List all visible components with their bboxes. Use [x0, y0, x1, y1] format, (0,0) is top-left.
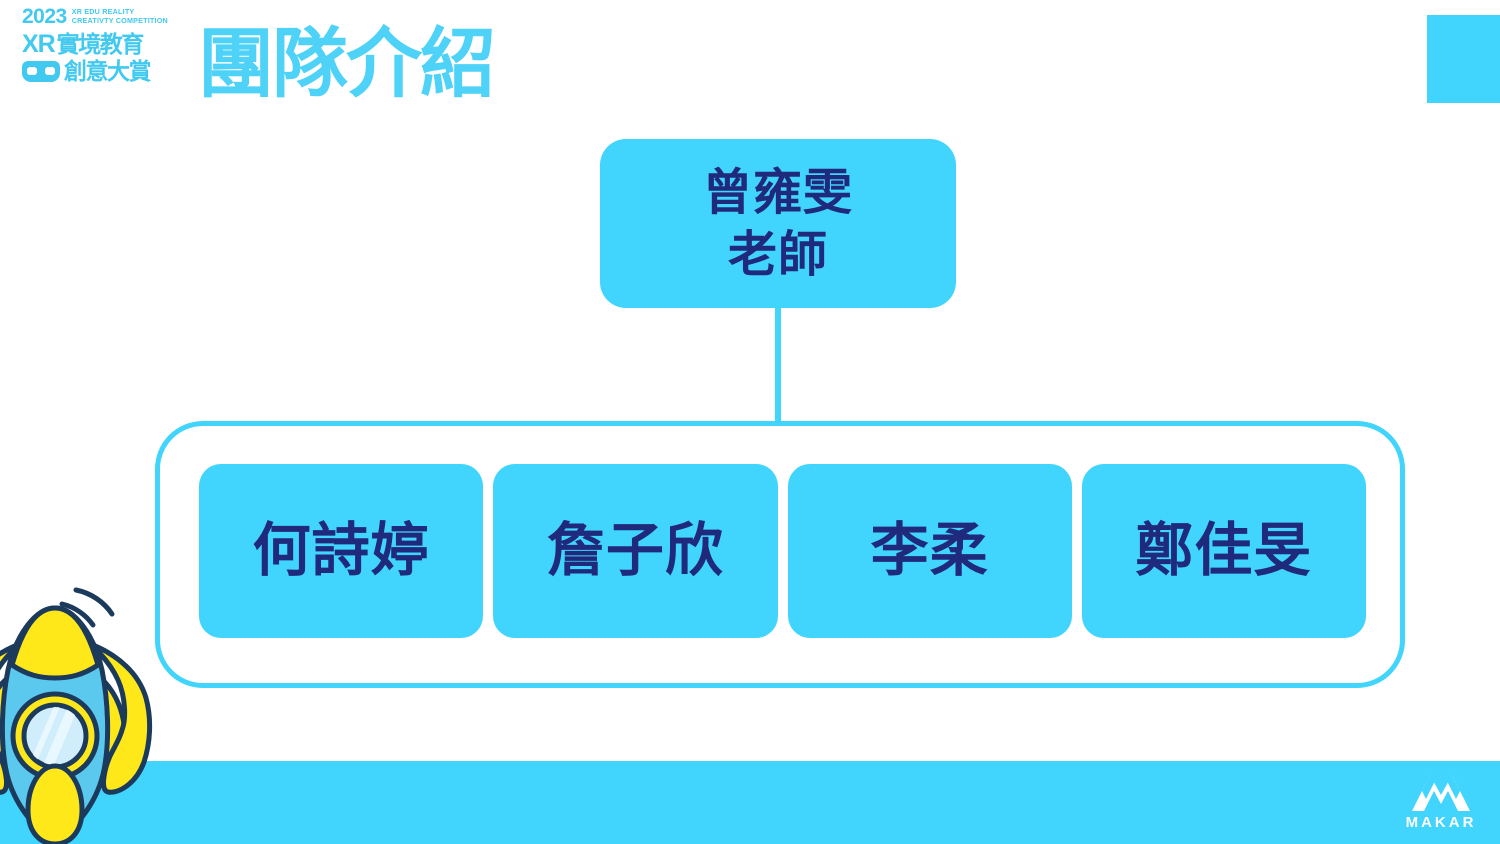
logo-chinese-line2: 創意大賞 — [64, 58, 152, 84]
logo-chinese-line1: 實境教育 — [56, 31, 145, 57]
logo-xr-text: XR — [22, 30, 56, 58]
rocket-window-shine — [30, 707, 78, 765]
org-member-node: 鄭佳旻 — [1081, 464, 1366, 638]
org-leader-node: 曾雍雯 老師 — [600, 139, 956, 308]
rocket-illustration — [0, 587, 153, 844]
logo-middle-row: XR 實境教育 — [22, 31, 182, 58]
member-name: 李柔 — [870, 518, 989, 583]
makar-logo: MAKAR — [1395, 764, 1487, 836]
rocket-flame — [25, 763, 85, 844]
logo-year: 2023 — [22, 5, 67, 28]
logo-english-name: XR EDU REALITY CREATIVTY COMPETITION — [72, 6, 168, 25]
org-member-node: 李柔 — [787, 464, 1072, 638]
leader-name: 曾雍雯 — [702, 165, 853, 220]
org-members-container — [155, 421, 1405, 688]
leader-role: 老師 — [727, 227, 828, 282]
member-name: 詹子欣 — [546, 518, 724, 583]
makar-wordmark: MAKAR — [1405, 814, 1477, 831]
logo-bottom-row: 創意大賞 — [22, 59, 182, 84]
member-name: 鄭佳旻 — [1135, 518, 1313, 583]
logo-top-row: 2023 XR EDU REALITY CREATIVTY COMPETITIO… — [22, 6, 182, 30]
page-title: 團隊介紹 — [198, 22, 496, 107]
org-connector-line — [775, 305, 781, 425]
rocket-motion-lines — [59, 587, 115, 628]
member-name: 何詩婷 — [252, 518, 430, 583]
vr-goggles-icon — [22, 61, 60, 82]
rocket-nose-cone — [9, 605, 101, 681]
logo-english-line1: XR EDU REALITY — [71, 7, 135, 16]
org-member-node: 詹子欣 — [493, 464, 778, 638]
org-member-node: 何詩婷 — [199, 464, 484, 638]
makar-m-icon — [1412, 775, 1470, 811]
footer-bar — [0, 761, 1500, 844]
accent-rectangle — [1427, 15, 1500, 103]
org-members-row: 何詩婷 詹子欣 李柔 鄭佳旻 — [199, 464, 1366, 638]
logo-english-line2: CREATIVTY COMPETITION — [71, 15, 168, 25]
competition-logo: 2023 XR EDU REALITY CREATIVTY COMPETITIO… — [22, 6, 182, 98]
